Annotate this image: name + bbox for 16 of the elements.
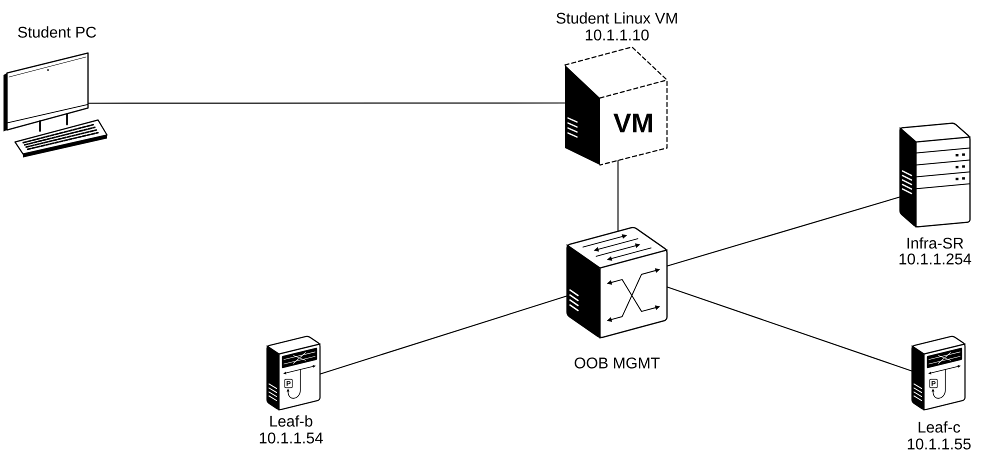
device-name: Student PC [18, 26, 96, 38]
device-name: Infra-SR [908, 237, 964, 249]
device-name: Leaf-c [918, 421, 960, 433]
device-name: Leaf-b [270, 415, 312, 427]
ip-address: 10.1.1.254 [900, 254, 972, 264]
ip-address: 10.1.1.54 [260, 432, 323, 444]
connection-line [320, 295, 568, 375]
connection-line [88, 102, 566, 104]
connection-line [666, 286, 912, 372]
device-name: OOB MGMT [574, 358, 660, 368]
vm-label: VM [613, 114, 652, 132]
device-name: Student Linux VM [556, 12, 677, 24]
ip-address: 10.1.1.55 [908, 438, 971, 450]
connection-line [666, 196, 900, 267]
connection-line [617, 160, 619, 232]
ip-address: 10.1.1.10 [586, 30, 649, 40]
